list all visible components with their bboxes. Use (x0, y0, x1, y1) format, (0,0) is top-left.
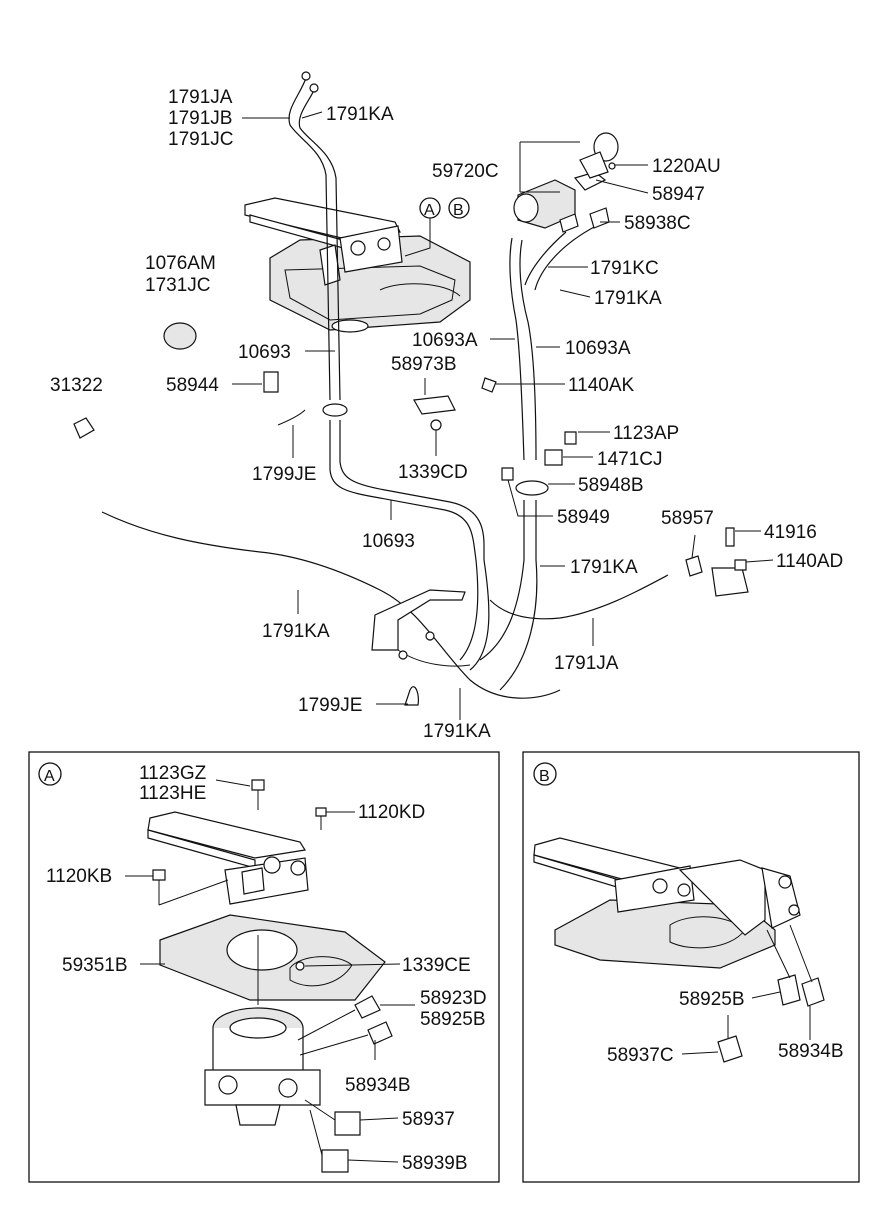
label-58934B-b: 58934B (778, 1041, 844, 1062)
detail-panel-a (28, 751, 500, 1183)
label-1339CE: 1339CE (402, 955, 471, 976)
label-1076AM: 1076AM (145, 253, 216, 274)
label-58925B-a: 58925B (420, 1009, 486, 1030)
label-58938C: 58938C (624, 213, 691, 234)
label-58934B-a: 58934B (345, 1075, 411, 1096)
leader-lines-b (681, 991, 811, 1055)
callout-a-top-text: A (424, 202, 435, 219)
label-1791JC: 1791JC (168, 129, 234, 150)
label-1123AP: 1123AP (613, 423, 679, 444)
label-41916: 41916 (764, 522, 817, 543)
label-1471CJ: 1471CJ (597, 449, 663, 470)
callout-b-top-text: B (453, 202, 464, 219)
label-58957: 58957 (661, 508, 714, 529)
label-31322: 31322 (50, 375, 103, 396)
pedal-assembly-top (244, 197, 471, 333)
label-1120KB: 1120KB (46, 866, 112, 887)
labels-top: 1791JA 1791JB 1791JC 1791KA 59720C 1220A… (50, 87, 843, 742)
label-58939B: 58939B (402, 1153, 468, 1174)
label-1120KD: 1120KD (358, 802, 425, 823)
label-58944: 58944 (166, 375, 219, 396)
fitting-58944 (263, 371, 279, 393)
leader-lines-a (125, 779, 415, 1163)
label-1791JA-top: 1791JA (168, 87, 233, 108)
panel-a-drawing (147, 779, 393, 1173)
part-31322 (73, 417, 95, 439)
callout-a-panel: A (38, 762, 62, 786)
label-1791KA-r1: 1791KA (594, 288, 662, 309)
label-1791KC: 1791KC (590, 258, 659, 279)
label-1220AU: 1220AU (652, 156, 721, 177)
label-58949: 58949 (557, 507, 610, 528)
label-58923D: 58923D (420, 988, 487, 1009)
label-1799JE-1: 1799JE (252, 464, 316, 485)
label-58948B: 58948B (578, 475, 644, 496)
label-10693-bottom: 10693 (362, 531, 415, 552)
callout-b-top: B (448, 197, 470, 219)
label-1140AD: 1140AD (776, 551, 843, 572)
label-1799JE-2: 1799JE (298, 695, 362, 716)
label-58937C: 58937C (607, 1045, 674, 1066)
label-1791KA-top: 1791KA (326, 104, 394, 125)
plug-cap (163, 322, 197, 350)
label-1791KA-bottom: 1791KA (423, 721, 491, 742)
detail-panel-b (522, 751, 860, 1183)
label-1123HE: 1123HE (139, 783, 206, 804)
label-1791KA-left: 1791KA (262, 621, 330, 642)
label-10693A-left: 10693A (412, 330, 478, 351)
labels-panel-a: 1123GZ 1123HE 1120KD 1120KB 59351B 1339C… (46, 763, 487, 1174)
labels-panel-b: 58925B 58934B 58937C (607, 989, 844, 1066)
label-58925B-b: 58925B (679, 989, 745, 1010)
label-58947: 58947 (652, 184, 705, 205)
label-1731JC: 1731JC (145, 275, 211, 296)
label-1123GZ: 1123GZ (139, 763, 207, 784)
label-10693A-right: 10693A (565, 338, 631, 359)
callout-b-panel: B (533, 762, 557, 786)
bracket-58973B (413, 395, 456, 415)
label-59351B: 59351B (62, 955, 128, 976)
label-10693-left: 10693 (238, 342, 291, 363)
leader-lines-top (232, 111, 774, 720)
label-59720C: 59720C (432, 161, 499, 182)
label-1140AK: 1140AK (568, 375, 635, 396)
callout-a-top: A (419, 197, 441, 219)
label-1791JA-bottom: 1791JA (554, 653, 619, 674)
label-58973B: 58973B (391, 354, 457, 375)
label-58937: 58937 (402, 1109, 455, 1130)
tee-fitting (711, 567, 749, 597)
panel-b-drawing (533, 837, 825, 1063)
callout-b-panel-text: B (539, 768, 550, 785)
cable-routing (101, 71, 669, 699)
small-parts (73, 322, 749, 706)
label-1339CD: 1339CD (398, 462, 468, 483)
label-1791KA-mid: 1791KA (570, 557, 638, 578)
label-1791JB: 1791JB (168, 108, 232, 129)
valve-assembly (513, 132, 619, 233)
callout-a-panel-text: A (44, 768, 55, 785)
